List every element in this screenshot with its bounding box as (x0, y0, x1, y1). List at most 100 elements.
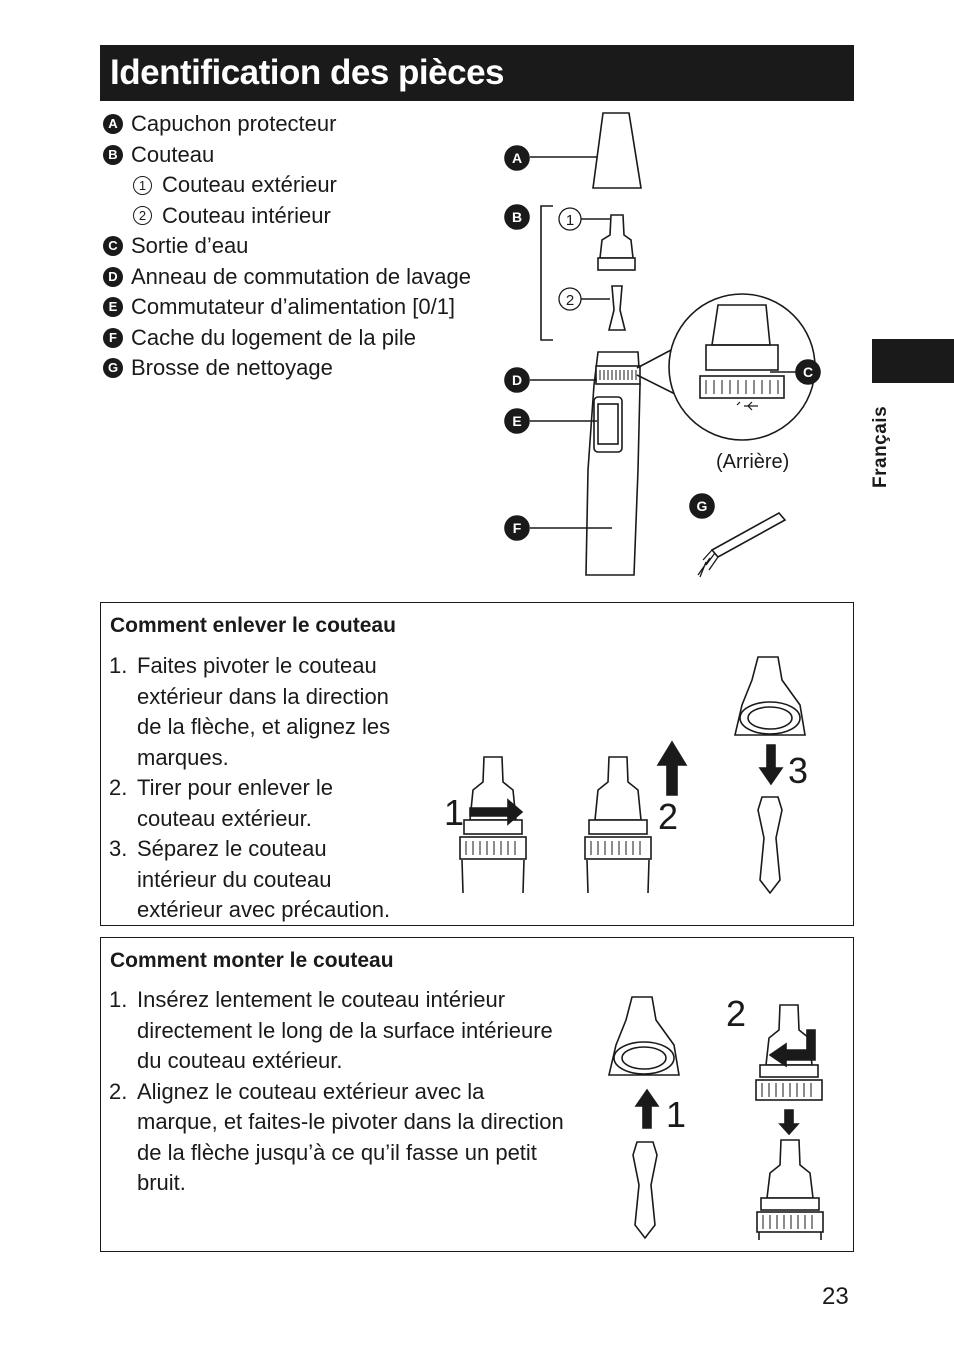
section-header: Identification des pièces (100, 45, 854, 101)
mount-blade-section: Comment monter le couteau 1. Insérez lent… (100, 937, 854, 1252)
step-line: marque, et faites-le pivoter dans la dir… (137, 1109, 564, 1134)
callout-c-marker (795, 359, 821, 385)
part-label: Capuchon protecteur (131, 111, 337, 136)
step-number: 1. (109, 987, 128, 1012)
step-number: 1. (109, 653, 128, 678)
callout-a-marker (504, 145, 530, 171)
wash-ring-illustration (595, 365, 641, 385)
step-number: 2. (109, 1078, 128, 1104)
list-item: 1. Insérez lentement le couteau intérieur… (109, 985, 564, 1077)
bracket-b (540, 205, 553, 341)
remove-figure-number-3: 3 (788, 750, 808, 791)
pull-up-arrow-icon (656, 740, 688, 796)
step-line: de la flèche jusqu’à ce qu’il fasse un p… (137, 1139, 537, 1165)
mount-figure-number-1: 1 (666, 1094, 686, 1135)
step-line: de la flèche, et alignez les (137, 714, 391, 739)
zoom-blade-base (705, 344, 779, 371)
step-number: 3. (109, 836, 128, 861)
callout-f-marker (504, 515, 530, 541)
callout-e-marker (504, 408, 530, 434)
page-number: 23 (822, 1283, 849, 1310)
step-line: Séparez le couteau (137, 836, 327, 861)
part-label: Sortie d’eau (131, 233, 249, 258)
protective-cap-illustration (592, 112, 642, 189)
callout-b-marker (504, 204, 530, 230)
step-text: Tirer pour enlever le couteau extérieur. (137, 773, 333, 834)
step-text: Insérez lentement le couteau intérieur di… (137, 985, 553, 1077)
list-item: 2. Alignez le couteau extérieur avec la ma… (109, 1077, 564, 1199)
circled-number-2: 2 (133, 206, 152, 226)
inner-blade-illustration (607, 285, 627, 331)
step-line: bruit. (137, 1170, 186, 1195)
mount-step-2-bottom-illustration (756, 1139, 824, 1240)
list-item: 3. Séparez le couteau intérieur du couteau… (109, 834, 390, 926)
callout-e: E (512, 413, 521, 429)
part-label: Couteau intérieur (162, 202, 331, 228)
step-line: marques. (137, 744, 229, 770)
down-arrow-icon (778, 1109, 800, 1136)
mount-steps-list: 1. Insérez lentement le couteau intérieur… (109, 985, 564, 1199)
callout-f: F (513, 520, 522, 536)
badge-g: G (103, 358, 123, 379)
badge-d: D (103, 266, 123, 287)
step-line: extérieur avec précaution. (137, 897, 391, 922)
insert-arrow-icon (634, 1088, 660, 1129)
badge-e: E (103, 297, 123, 318)
part-subitem-1: 1 Couteau extérieur (103, 170, 471, 201)
zoom-ring-grip (705, 380, 779, 394)
part-item-c: C Sortie d’eau (103, 231, 471, 262)
rotate-left-arrow-icon (768, 1029, 816, 1068)
remove-step-3-illustration (733, 656, 806, 895)
zoom-wash-ring (699, 375, 785, 399)
callout-c: C (803, 364, 813, 380)
part-label: Couteau extérieur (162, 172, 337, 197)
sub-callout-1: 1 (566, 212, 574, 229)
callout-a: A (512, 150, 522, 166)
part-subitem-2: 2 Couteau intérieur (103, 201, 471, 232)
badge-c: C (103, 236, 123, 257)
step-line: Alignez le couteau extérieur avec la (137, 1078, 485, 1104)
step-text: Alignez le couteau extérieur avec la marq… (137, 1077, 564, 1199)
remove-blade-section: Comment enlever le couteau 1. Faites pivo… (100, 602, 854, 926)
list-item: 2. Tirer pour enlever le couteau extérieur… (109, 773, 390, 834)
callout-g: G (697, 498, 708, 514)
power-switch-slider (597, 403, 619, 445)
sub-callout-2: 2 (566, 292, 574, 309)
step-line: Insérez lentement le couteau intérieur (137, 987, 506, 1012)
step-line: couteau extérieur. (137, 805, 312, 831)
callout-d-marker (504, 367, 530, 393)
rear-view-label: (Arrière) (716, 451, 790, 473)
wash-ring-grip (599, 370, 637, 380)
callout-d: D (512, 372, 522, 388)
rotate-arrow-icon (469, 798, 524, 826)
parts-diagram: A B 1 2 D E F C G (504, 112, 821, 578)
mount-step-2-top-illustration (755, 1004, 823, 1136)
mount-section-title: Comment monter le couteau (110, 949, 394, 972)
step-number: 2. (109, 775, 128, 800)
remove-step-2-illustration (584, 740, 688, 894)
mount-step-1-illustration (607, 996, 680, 1240)
step-line: directement le long de la surface intéri… (137, 1017, 553, 1043)
outer-blade-base (597, 257, 636, 271)
separate-arrow-icon (758, 744, 784, 786)
remove-section-title: Comment enlever le couteau (110, 614, 396, 637)
part-label: Brosse de nettoyage (131, 355, 333, 380)
callout-g-marker (689, 493, 715, 519)
zoom-alignment-mark (736, 401, 758, 411)
part-label: Cache du logement de la pile (131, 324, 416, 350)
mount-figure-number-2: 2 (726, 993, 746, 1034)
circled-number-1: 1 (133, 175, 152, 195)
remove-figure-number-2: 2 (658, 796, 678, 837)
page-title: Identification des pièces (110, 53, 505, 92)
step-line: Tirer pour enlever le (137, 775, 334, 800)
step-line: intérieur du couteau (137, 866, 332, 892)
step-line: Faites pivoter le couteau (137, 653, 377, 678)
